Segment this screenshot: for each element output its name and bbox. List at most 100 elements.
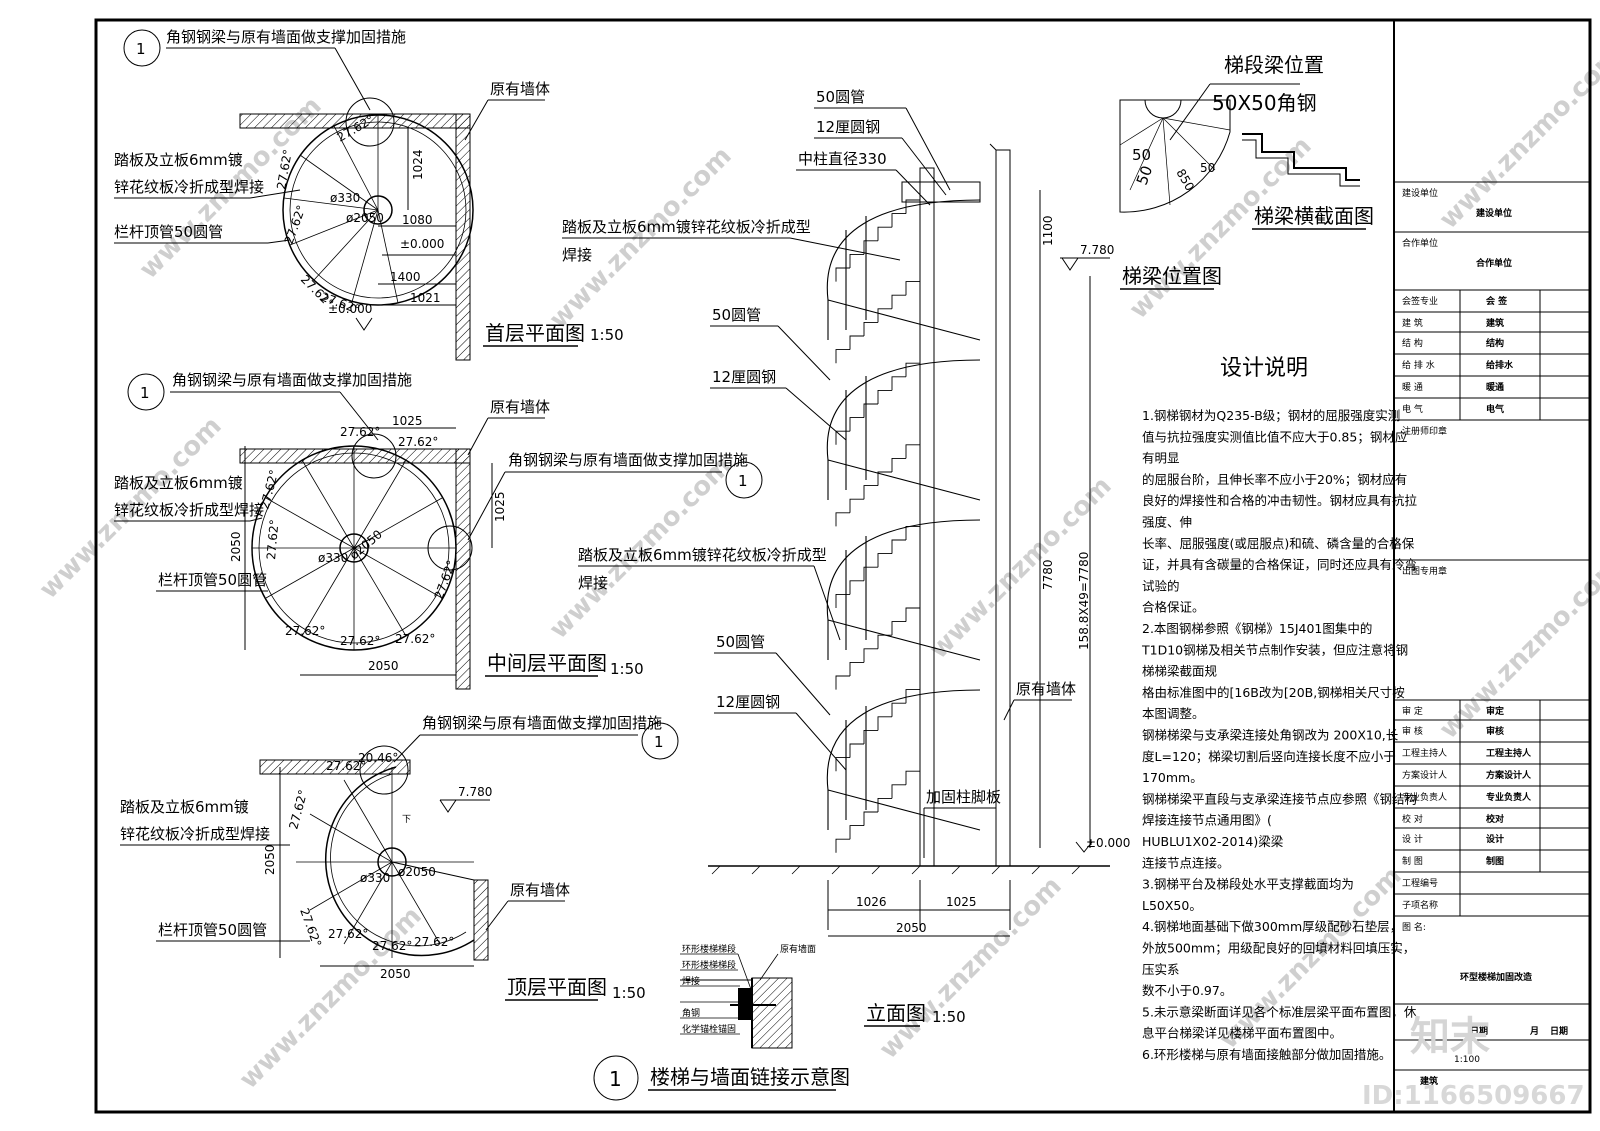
bar-label: 12厘圆钢 bbox=[716, 693, 780, 711]
notes-line: 170mm。 bbox=[1142, 770, 1203, 785]
tread-note-2: 锌花纹板冷折成型焊接 bbox=[114, 178, 264, 196]
dim-2050: 2050 bbox=[263, 844, 277, 875]
angle-label: 27.62° bbox=[340, 425, 380, 439]
titleblock-key: 图 名: bbox=[1402, 921, 1426, 933]
titleblock-value: 合作单位 bbox=[1476, 257, 1512, 269]
scale-field: 1:100 bbox=[1454, 1055, 1480, 1065]
callout-number: 1 bbox=[738, 472, 748, 490]
ground-floor-plan: 1 角钢钢梁与原有墙面做支撑加固措施 原有墙体 ø330 ø2050 27.62… bbox=[114, 28, 624, 361]
dim-1026: 1026 bbox=[856, 895, 887, 909]
tread-note-1: 踏板及立板6mm镀 bbox=[120, 798, 249, 816]
plan-scale: 1:50 bbox=[610, 660, 644, 678]
titleblock-value: 会 签 bbox=[1486, 295, 1508, 307]
callout-text: 角钢钢梁与原有墙面做支撑加固措施 bbox=[166, 28, 406, 46]
titleblock-value: 电气 bbox=[1486, 403, 1504, 415]
notes-line: 外放500mm；用级配良好的回填材料回填压实， bbox=[1142, 941, 1415, 956]
detail-label: 原有墙面 bbox=[780, 943, 816, 955]
notes-line: 的屈服台阶，且伸长率不应小于20%；钢材应有 bbox=[1142, 472, 1407, 487]
level-top: 7.780 bbox=[1080, 243, 1114, 257]
angle-label: 27.62° bbox=[414, 935, 454, 949]
notes-line: 梯梯梁截面规 bbox=[1142, 664, 1217, 679]
dim-850: 850 bbox=[1173, 167, 1197, 194]
tread-note-1: 踏板及立板6mm镀 bbox=[114, 474, 243, 492]
notes-line: 2.本图钢梯参照《钢梯》15J401图集中的 bbox=[1142, 621, 1372, 636]
pipe-label: 50圆管 bbox=[712, 306, 761, 324]
base-plate-label: 加固柱脚板 bbox=[926, 788, 1001, 806]
angle-label: 27.62° bbox=[328, 927, 368, 941]
angle-label: 27.62° bbox=[297, 906, 324, 949]
callout-circle bbox=[123, 29, 161, 67]
railing-note: 栏杆顶管50圆管 bbox=[158, 921, 267, 939]
titleblock-key: 给 排 水 bbox=[1402, 359, 1435, 371]
notes-line: 压实系 bbox=[1142, 962, 1180, 977]
callout-text: 角钢钢梁与原有墙面做支撑加固措施 bbox=[422, 714, 662, 732]
railing-note: 栏杆顶管50圆管 bbox=[158, 571, 267, 589]
titleblock-key: 建设单位 bbox=[1402, 187, 1438, 199]
plan-title: 首层平面图 bbox=[485, 321, 585, 345]
detail-label: 焊接 bbox=[682, 975, 700, 987]
sheet-field: 建筑 bbox=[1420, 1075, 1438, 1087]
titleblock-key: 子项名称 bbox=[1402, 899, 1438, 911]
angle-label: 27.62° bbox=[395, 632, 435, 646]
titleblock-key: 暖 通 bbox=[1402, 381, 1423, 393]
plan-title: 中间层平面图 bbox=[487, 651, 607, 675]
dim-2050: 2050 bbox=[896, 921, 927, 935]
notes-line: 焊接连接节点通用图》( bbox=[1142, 813, 1272, 828]
titleblock-value: 制图 bbox=[1486, 855, 1504, 867]
notes-line: 证，并具有含碳量的合格保证，同时还应具有冷弯 bbox=[1142, 557, 1417, 572]
beam-pos-title: 梯梁位置图 bbox=[1122, 264, 1222, 288]
titleblock-key: 方案设计人 bbox=[1402, 769, 1447, 781]
titleblock-key: 校 对 bbox=[1402, 813, 1423, 825]
level-0: ±0.000 bbox=[328, 302, 372, 316]
bar-label: 12厘圆钢 bbox=[712, 368, 776, 386]
titleblock-value: 工程主持人 bbox=[1486, 747, 1532, 759]
brand-watermark: 知末 bbox=[1410, 1014, 1490, 1060]
dim-dia2050: ø2050 bbox=[347, 527, 385, 562]
titleblock-key: 结 构 bbox=[1402, 337, 1423, 349]
beam-section-title: 梯梁横截面图 bbox=[1254, 204, 1374, 228]
dim-1080: 1080 bbox=[402, 213, 433, 227]
titleblock-value: 建筑 bbox=[1486, 317, 1504, 329]
notes-line: 4.钢梯地面基础下做300mm厚级配砂石垫层， bbox=[1142, 919, 1402, 934]
titleblock-key: 制 图 bbox=[1402, 855, 1423, 867]
notes-line: 长率、屈服强度(或屈服点)和硫、磷含量的合格保 bbox=[1142, 536, 1415, 551]
elevation-scale: 1:50 bbox=[932, 1008, 966, 1026]
angle-label: 27.62° bbox=[286, 788, 310, 831]
notes-line: 强度、伸 bbox=[1142, 515, 1192, 530]
titleblock-value: 审核 bbox=[1486, 725, 1504, 737]
tread-note-1: 踏板及立板6mm镀 bbox=[114, 151, 243, 169]
notes-line: 试验的 bbox=[1142, 578, 1180, 593]
pipe-label: 50圆管 bbox=[816, 88, 865, 106]
watermark-site: www.znzmo.com bbox=[1434, 551, 1600, 745]
notes-line: 息平台梯梁详见楼梯平面布置图中。 bbox=[1142, 1026, 1342, 1041]
date-field: 日期 bbox=[1470, 1025, 1488, 1037]
angle-label: 27.62° bbox=[340, 634, 380, 648]
dim-dia2050: ø2050 bbox=[346, 211, 384, 225]
stair-steps bbox=[835, 199, 920, 853]
titleblock-key: 审 核 bbox=[1402, 725, 1423, 737]
dim-50: 50 bbox=[1133, 163, 1156, 187]
wall-label: 原有墙体 bbox=[490, 398, 550, 416]
elevation-title: 立面图 bbox=[866, 1001, 926, 1025]
angle-label: 27.62° bbox=[285, 624, 325, 638]
notes-lines: 1.钢梯钢材为Q235-B级；钢材的屈服强度实测值与抗拉强度实测值比值不应大于0… bbox=[1141, 408, 1418, 1062]
tread-note-2: 锌花纹板冷折成型焊接 bbox=[114, 501, 264, 519]
railing-note: 栏杆顶管50圆管 bbox=[114, 223, 223, 241]
dim-50: 50 bbox=[1132, 146, 1151, 164]
wall-label: 原有墙体 bbox=[490, 80, 550, 98]
beam-position-view: 梯段梁位置 50X50角钢 50 50 850 50 梯梁位置图 梯梁横截面图 bbox=[1119, 53, 1374, 290]
plan-scale: 1:50 bbox=[590, 326, 624, 344]
notes-line: L50X50。 bbox=[1142, 898, 1202, 913]
titleblock-key: 专业负责人 bbox=[1402, 791, 1447, 803]
angle-label: 27.62° bbox=[264, 519, 281, 560]
titleblock-key: 电 气 bbox=[1402, 403, 1423, 415]
design-notes: 设计说明 1.钢梯钢材为Q235-B级；钢材的屈服强度实测值与抗拉强度实测值比值… bbox=[1141, 356, 1418, 1062]
detail-label: 环形楼梯梯段 bbox=[682, 959, 736, 971]
column-label: 中柱直径330 bbox=[798, 150, 887, 168]
notes-line: 钢梯梯梁与支承梁连接处角钢改为 200X10,长 bbox=[1142, 728, 1399, 743]
dim-1025: 1025 bbox=[946, 895, 977, 909]
titleblock-value: 结构 bbox=[1486, 337, 1504, 349]
notes-line: 数不小于0.97。 bbox=[1142, 983, 1232, 998]
tread-note-2: 锌花纹板冷折成型焊接 bbox=[120, 825, 270, 843]
angle-label: 27.62° bbox=[274, 148, 295, 190]
